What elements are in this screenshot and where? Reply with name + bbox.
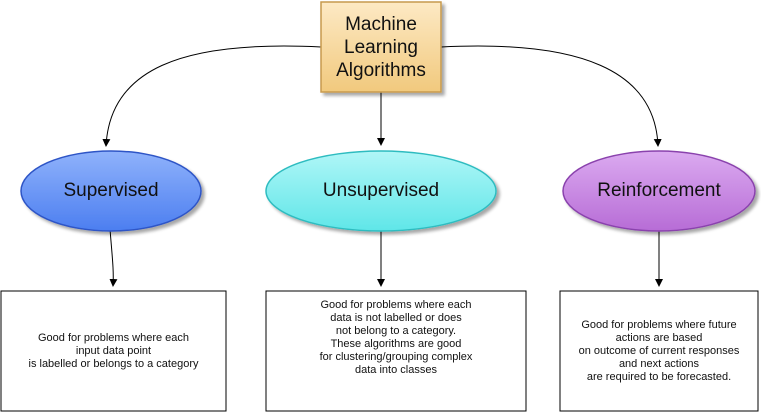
unsupervised-node-ellipse	[265, 150, 497, 232]
supervised-desc-box	[0, 290, 227, 412]
supervised-description: Good for problems where each input data …	[28, 331, 199, 370]
supervised-node-ellipse	[20, 150, 202, 232]
unsupervised-desc-box	[265, 290, 527, 412]
reinforcement-node-ellipse	[562, 150, 756, 232]
root-node-label: Machine Learning Algorithms	[336, 13, 426, 81]
unsupervised-description: Good for problems where each data is not…	[319, 299, 473, 376]
edge-root-to-supervised	[102, 45, 322, 147]
edge-root-to-reinforcement	[440, 45, 662, 147]
supervised-node-label: Supervised	[63, 180, 159, 201]
reinforcement-node-label: Reinforcement	[597, 180, 721, 201]
unsupervised-node-label: Unsupervised	[322, 180, 440, 201]
reinforcement-desc-box	[559, 290, 759, 412]
root-node-box	[320, 1, 442, 93]
reinforcement-description: Good for problems where future actions a…	[578, 318, 740, 383]
edge-supervised-to-desc	[109, 228, 118, 287]
